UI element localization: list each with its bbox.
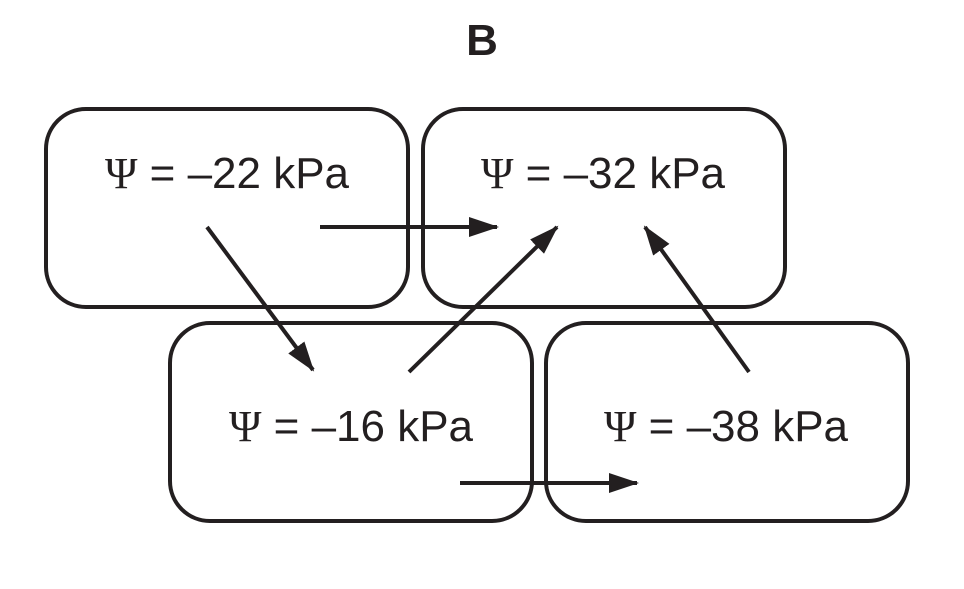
arrow-top-left-to-bottom-left bbox=[205, 225, 315, 372]
cell-bottom-right bbox=[544, 321, 910, 523]
cell-top-left bbox=[44, 107, 410, 309]
cell-top-right bbox=[421, 107, 787, 309]
cell-label-top-left: Ψ = –22 kPa bbox=[105, 149, 350, 198]
cell-label-top-right: Ψ = –32 kPa bbox=[481, 149, 726, 198]
cell-label-bottom-left: Ψ = –16 kPa bbox=[229, 402, 474, 451]
arrow-bottom-left-to-top-right bbox=[407, 225, 559, 374]
arrow-bottom-right-to-top-right bbox=[643, 225, 751, 374]
cell-label-bottom-right: Ψ = –38 kPa bbox=[604, 402, 849, 451]
cell-bottom-left bbox=[168, 321, 534, 523]
panel-label: B bbox=[466, 16, 498, 65]
